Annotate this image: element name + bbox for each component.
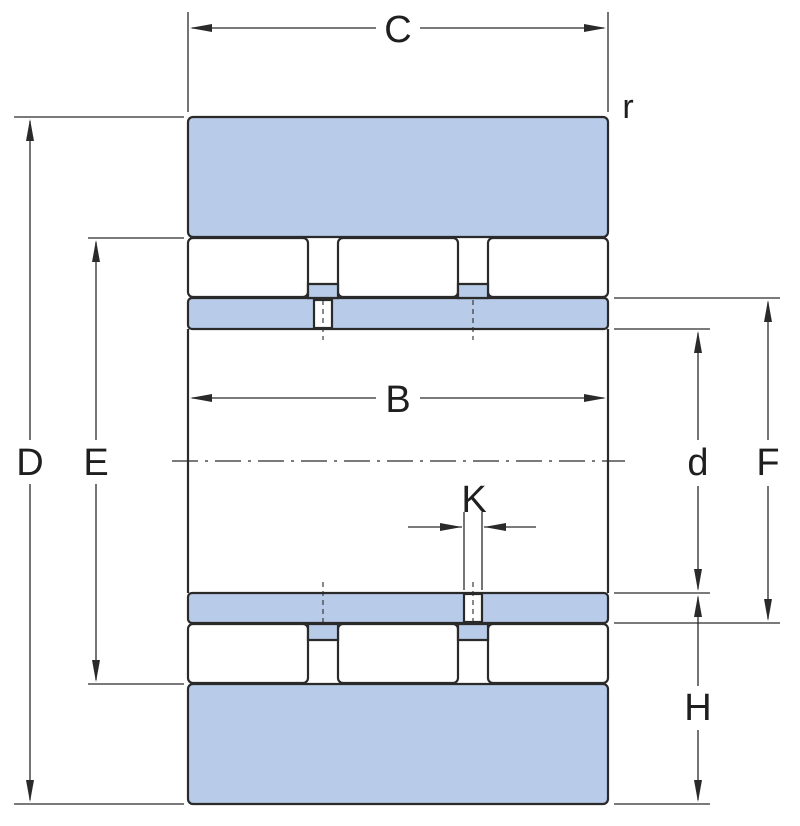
dimension-c: C	[187, 9, 609, 112]
lubrication-groove-bottom-right	[456, 582, 490, 642]
roller	[336, 236, 460, 299]
dimension-b-label: B	[385, 379, 410, 421]
inner-ring-top	[186, 296, 610, 331]
roller	[336, 622, 460, 685]
lubrication-groove-bottom-left	[306, 582, 340, 642]
dimension-d-outer-label: D	[16, 442, 43, 484]
dimension-d-bore: d	[614, 328, 710, 594]
dimension-d-bore-label: d	[687, 442, 708, 484]
dimension-h: H	[614, 595, 712, 805]
dimension-h-label: H	[684, 687, 711, 729]
roller	[186, 622, 310, 685]
dimension-k: K	[408, 479, 536, 590]
roller	[186, 236, 310, 299]
roller	[486, 622, 610, 685]
roller-row-bottom	[186, 622, 610, 685]
lubrication-groove-top-right	[456, 282, 490, 340]
bearing-cross-section	[186, 115, 610, 806]
dimension-d-outer: D	[14, 116, 184, 805]
lubrication-groove-top-left	[306, 282, 340, 340]
dimension-k-label: K	[461, 479, 486, 521]
dimension-r-label: r	[622, 88, 633, 126]
roller	[486, 236, 610, 299]
dimension-f: F	[614, 297, 780, 624]
dimension-e-label: E	[83, 442, 108, 484]
outer-ring-top	[186, 115, 610, 239]
dimension-f-label: F	[756, 442, 779, 484]
inner-ring-bottom	[186, 591, 610, 625]
dimension-c-label: C	[384, 9, 411, 51]
roller-row-top	[186, 236, 610, 299]
dimension-b: B	[190, 379, 606, 421]
dimension-e: E	[83, 237, 184, 685]
outer-ring-bottom	[186, 682, 610, 806]
